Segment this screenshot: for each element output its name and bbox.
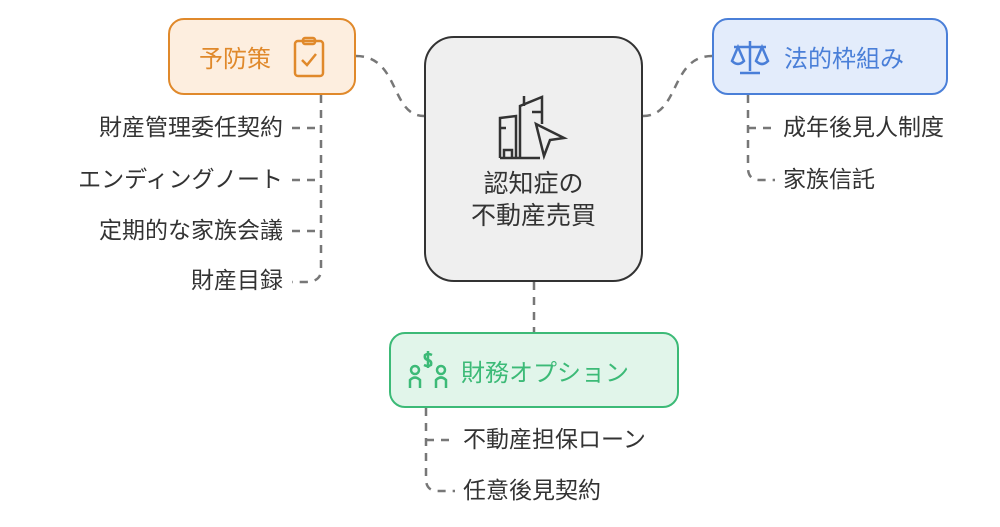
scales-icon (730, 40, 770, 74)
people-money-icon (408, 351, 448, 388)
prevention-item: 財産目録 (191, 268, 283, 294)
legal-item: 家族信託 (783, 167, 875, 193)
building-cursor-icon (498, 95, 568, 160)
finance-item: 不動産担保ローン (463, 427, 646, 453)
prevention-node[interactable]: 予防策 (168, 18, 356, 95)
center-node: 認知症の 不動産売買 (424, 36, 643, 282)
prevention-item: 定期的な家族会議 (99, 218, 283, 244)
finance-title: 財務オプション (461, 358, 629, 387)
legal-item: 成年後見人制度 (783, 115, 944, 141)
legal-node[interactable]: 法的枠組み (712, 18, 948, 95)
prevention-item: エンディングノート (78, 167, 283, 193)
center-title-line1: 認知症の (483, 169, 584, 198)
clipboard-check-icon (293, 36, 325, 77)
prevention-item: 財産管理委任契約 (99, 115, 283, 141)
center-title-line2: 不動産売買 (470, 201, 596, 230)
finance-node[interactable]: 財務オプション (389, 332, 679, 408)
finance-item: 任意後見契約 (463, 478, 601, 504)
legal-title: 法的枠組み (784, 45, 904, 73)
prevention-title: 予防策 (199, 45, 271, 73)
